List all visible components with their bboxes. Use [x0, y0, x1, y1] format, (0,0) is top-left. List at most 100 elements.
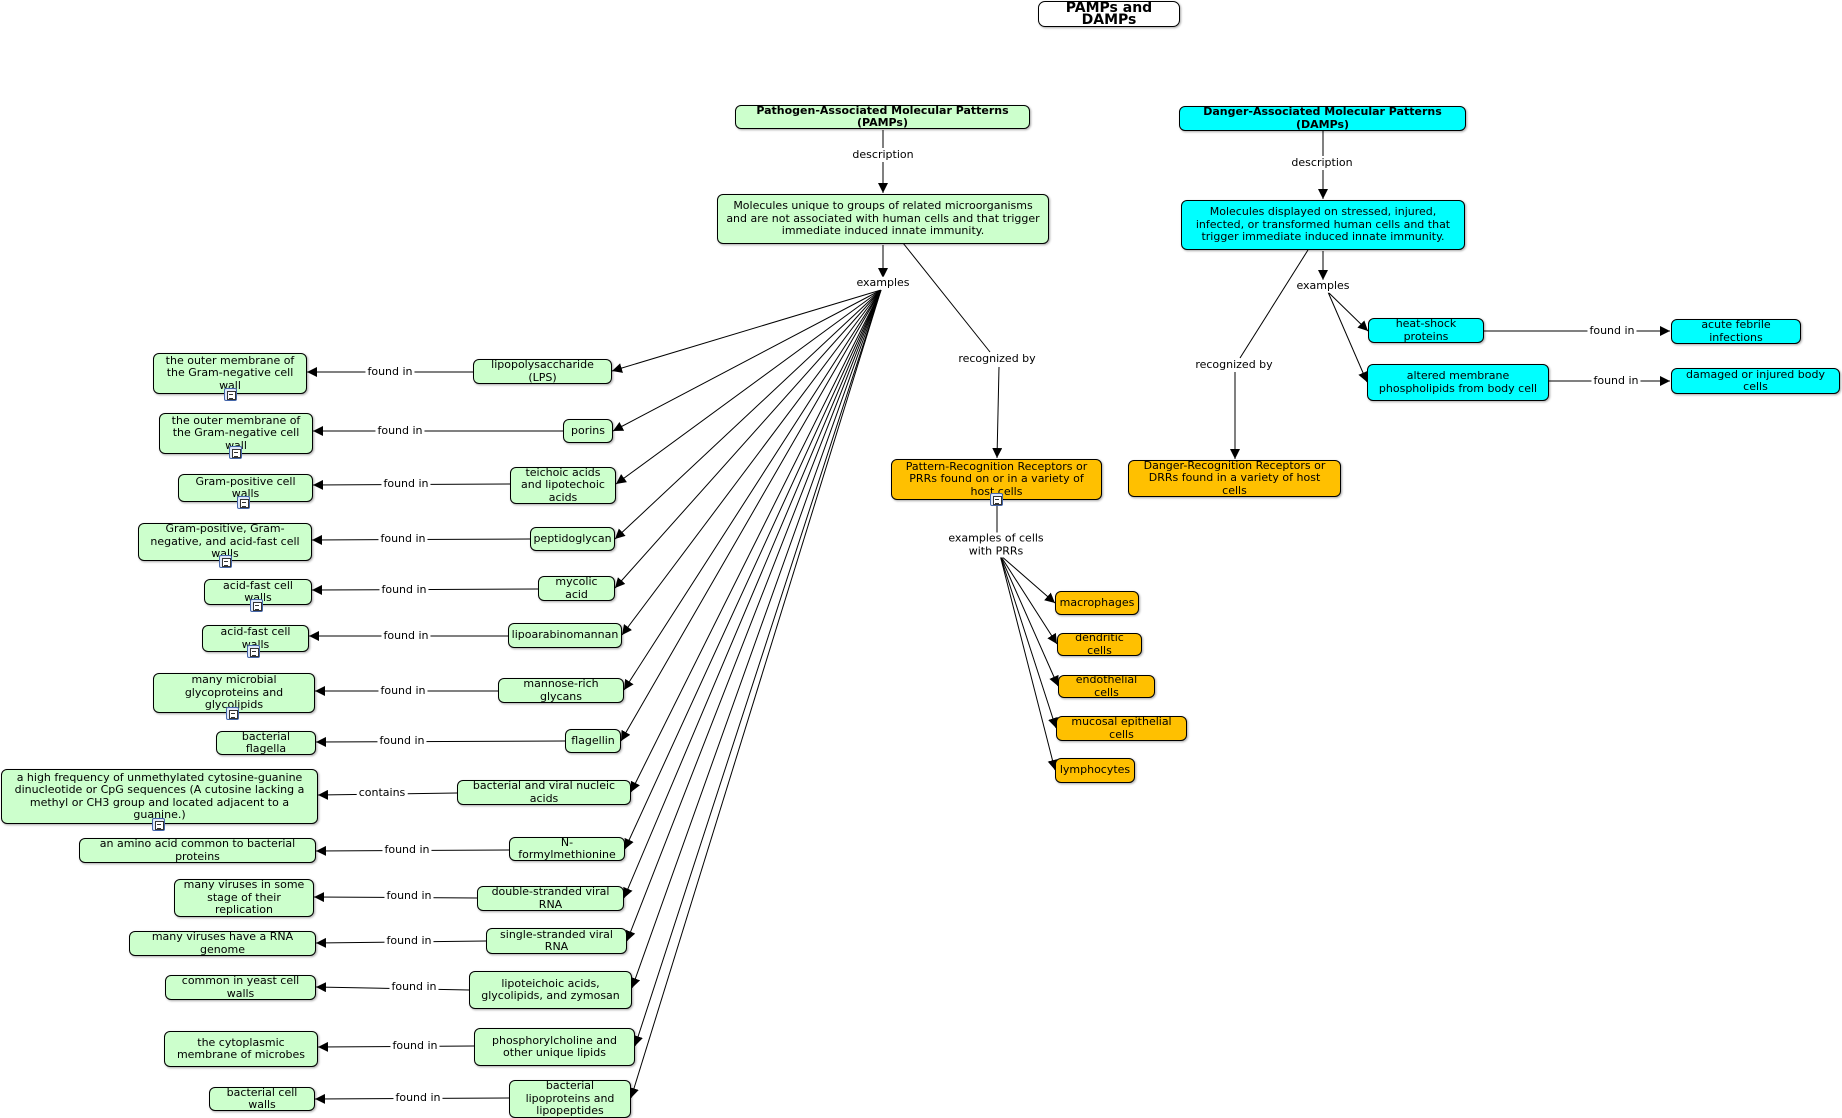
pamp-example-7: flagellin: [565, 729, 621, 753]
cell-mucosal-epithelial: mucosal epithelial cells: [1056, 715, 1187, 741]
pamp-location-0: the outer membrane of the Gram-negative …: [153, 353, 307, 394]
resource-doc-icon[interactable]: [226, 707, 239, 720]
pamps-cell-arrow-1: [999, 554, 1058, 645]
damp-location-0: acute febrile infections: [1671, 318, 1801, 344]
pamp-example-10: double-stranded viral RNA: [477, 885, 624, 911]
pamps-recognized-link-line: [902, 242, 991, 353]
damp-example-arrow-1: [1327, 291, 1368, 383]
pamp-link-3: found in: [378, 531, 428, 546]
pamp-link-10: found in: [384, 888, 434, 903]
pamp-example-5: lipoarabinomannan: [508, 623, 622, 648]
damp-example-0: heat-shock proteins: [1368, 317, 1484, 343]
pamp-link-1: found in: [375, 423, 425, 438]
damp-link-0: found in: [1587, 323, 1637, 338]
pamp-link-6: found in: [378, 683, 428, 698]
damps-examples-link: examples: [1294, 278, 1352, 293]
pamp-example-arrow-6: [623, 289, 882, 691]
pamp-example-arrow-7: [620, 289, 882, 742]
pamps-description-link: description: [850, 147, 916, 162]
pamp-example-1: porins: [563, 419, 613, 443]
pamp-location-2: Gram-positive cell walls: [178, 474, 313, 502]
pamp-link-11: found in: [384, 933, 434, 948]
pamp-example-arrow-13: [633, 289, 882, 1047]
pamps-cells-link: examples of cells with PRRs: [946, 532, 1046, 558]
pamp-example-13: phosphorylcholine and other unique lipid…: [474, 1028, 635, 1066]
resource-doc-icon[interactable]: [237, 496, 250, 509]
pamp-link-0: found in: [365, 364, 415, 379]
pamp-example-arrow-10: [623, 289, 882, 899]
resource-doc-icon[interactable]: [990, 493, 1003, 506]
pamp-link-5: found in: [381, 628, 431, 643]
resource-doc-icon[interactable]: [152, 818, 165, 831]
resource-doc-icon[interactable]: [224, 388, 237, 401]
pamp-example-12: lipoteichoic acids, glycolipids, and zym…: [469, 971, 632, 1009]
pamp-example-arrow-0: [611, 289, 882, 373]
pamp-example-arrow-3: [614, 289, 882, 540]
pamp-link-8: contains: [356, 785, 408, 800]
damp-link-1: found in: [1591, 373, 1641, 388]
pamp-link-9: found in: [382, 842, 432, 857]
damp-example-arrow-0: [1327, 291, 1369, 332]
pamp-example-3: peptidoglycan: [530, 527, 615, 551]
pamp-example-11: single-stranded viral RNA: [486, 928, 627, 954]
pamp-example-9: N-formylmethionine: [509, 836, 625, 861]
pamps-cell-arrow-3: [999, 554, 1058, 729]
pamps-cell-arrow-0: [999, 554, 1056, 604]
damps-recognized-link-line: [1239, 249, 1309, 359]
resource-doc-icon[interactable]: [219, 555, 232, 568]
pamp-example-arrow-9: [624, 289, 882, 850]
pamp-link-12: found in: [389, 979, 439, 994]
cell-endothelial: endothelial cells: [1058, 673, 1155, 698]
pamp-example-2: teichoic acids and lipotechoic acids: [510, 466, 616, 504]
pamp-link-7: found in: [377, 733, 427, 748]
pamp-location-4: acid-fast cell walls: [204, 579, 312, 605]
pamp-location-9: an amino acid common to bacterial protei…: [79, 837, 316, 863]
pamp-example-6: mannose-rich glycans: [498, 677, 624, 703]
pamp-example-arrow-12: [630, 289, 882, 989]
pamp-location-7: bacterial flagella: [216, 730, 316, 755]
pamp-location-11: many viruses have a RNA genome: [129, 930, 316, 956]
pamps-recognized-arrow: [992, 366, 1003, 459]
pamp-location-6: many microbial glycoproteins and glycoli…: [153, 673, 315, 713]
pamp-location-8: a high frequency of unmethylated cytosin…: [1, 769, 318, 824]
pamp-link-2: found in: [381, 476, 431, 491]
resource-doc-icon[interactable]: [247, 645, 260, 658]
pamp-example-arrow-5: [621, 289, 882, 636]
damp-location-1: damaged or injured body cells: [1671, 368, 1840, 394]
pamp-example-arrow-14: [629, 289, 882, 1099]
pamps-cell-arrow-2: [999, 554, 1059, 687]
pamps-cell-arrow-4: [999, 554, 1058, 771]
pamp-example-arrow-2: [615, 289, 882, 485]
cell-dendritic: dendritic cells: [1057, 631, 1142, 656]
map-title: PAMPs and DAMPs: [1038, 1, 1180, 27]
pamp-link-4: found in: [379, 582, 429, 597]
cell-macrophages: macrophages: [1055, 591, 1139, 615]
pamp-example-arrow-8: [630, 289, 882, 793]
pamps-recognized-link: recognized by: [956, 351, 1038, 366]
pamp-example-arrow-1: [612, 289, 882, 432]
damp-example-1: altered membrane phospholipids from body…: [1367, 364, 1549, 401]
pamp-link-14: found in: [393, 1090, 443, 1105]
pamp-example-14: bacterial lipoproteins and lipopeptides: [509, 1080, 631, 1118]
pamps-examples-link: examples: [854, 275, 912, 290]
damps-description: Molecules displayed on stressed, injured…: [1181, 200, 1465, 250]
pamp-example-arrow-4: [614, 289, 882, 589]
pamp-location-13: the cytoplasmic membrane of microbes: [164, 1031, 318, 1067]
pamp-location-12: common in yeast cell walls: [165, 974, 316, 1000]
pamp-example-8: bacterial and viral nucleic acids: [457, 779, 631, 805]
pamp-location-10: many viruses in some stage of their repl…: [174, 879, 314, 917]
pamp-example-arrow-11: [625, 289, 882, 942]
pamp-example-4: mycolic acid: [538, 575, 615, 601]
drr-receptors: Danger-Recognition Receptors or DRRs fou…: [1128, 459, 1341, 497]
pamp-location-14: bacterial cell walls: [209, 1086, 315, 1111]
damps-heading: Danger-Associated Molecular Patterns (DA…: [1179, 105, 1466, 131]
pamps-description: Molecules unique to groups of related mi…: [717, 194, 1049, 244]
resource-doc-icon[interactable]: [250, 599, 263, 612]
damps-description-link: description: [1289, 155, 1355, 170]
cell-lymphocytes: lymphocytes: [1055, 758, 1135, 783]
resource-doc-icon[interactable]: [229, 446, 242, 459]
pamp-example-0: lipopolysaccharide (LPS): [473, 358, 612, 384]
pamps-heading: Pathogen-Associated Molecular Patterns (…: [735, 104, 1030, 129]
damps-recognized-link: recognized by: [1193, 357, 1275, 372]
